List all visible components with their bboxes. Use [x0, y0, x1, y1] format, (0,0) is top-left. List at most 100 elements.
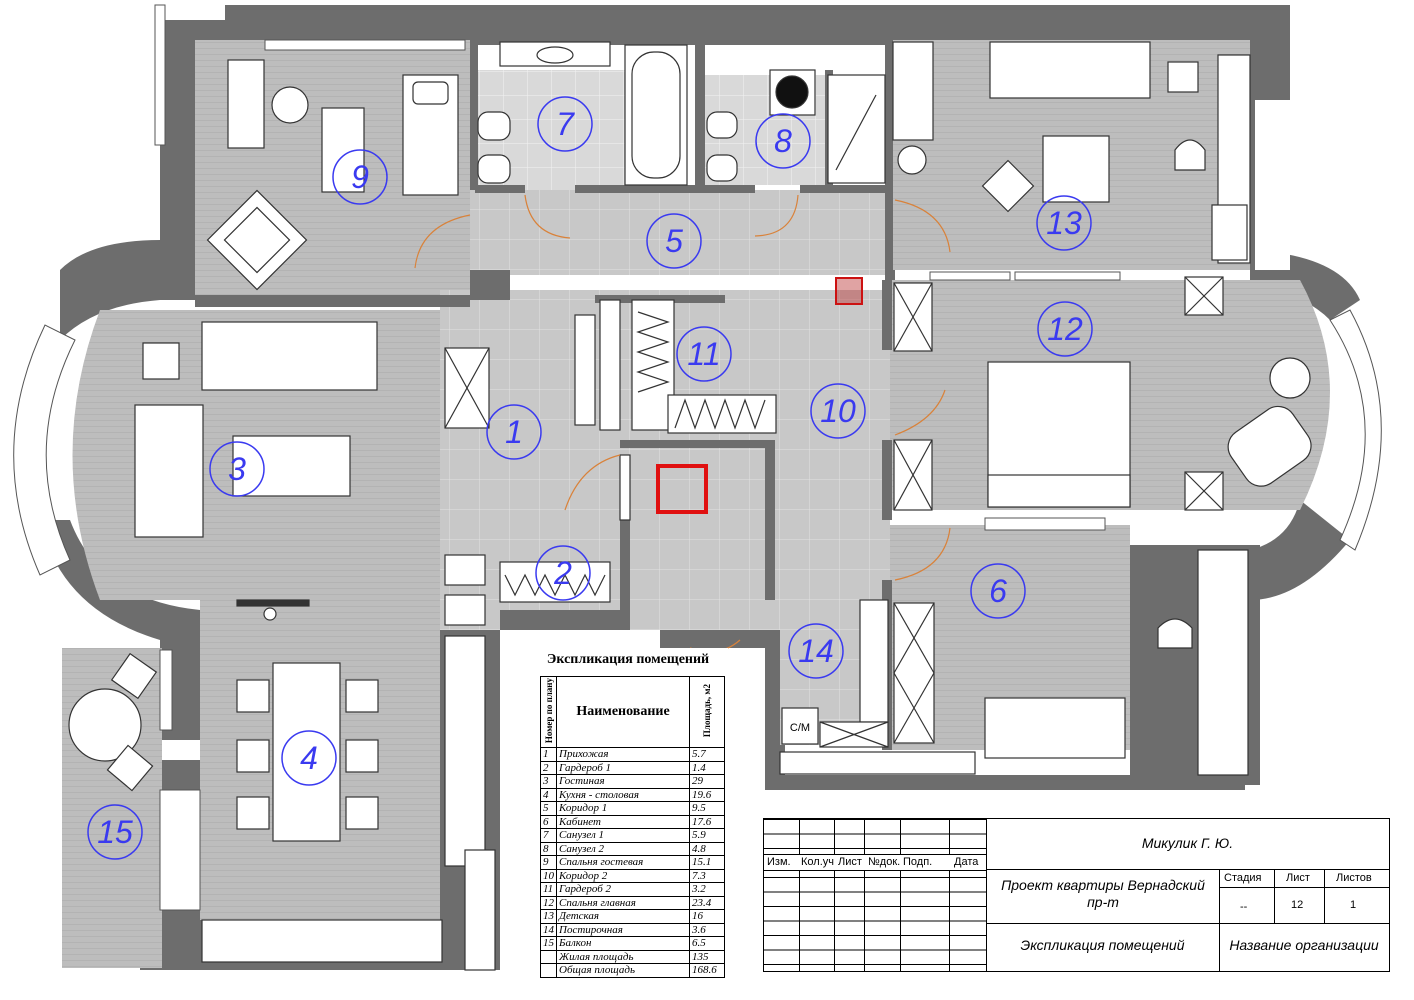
sheets-value: 1: [1350, 899, 1357, 911]
explication-cell-area: 3.2: [689, 882, 725, 897]
room-marker-10: 10: [810, 383, 866, 439]
col-area-header: Площадь, м2: [689, 675, 725, 749]
room-marker-2: 2: [535, 545, 591, 601]
explication-cell-area: 5.7: [689, 747, 725, 762]
explication-cell-n: 5: [540, 801, 557, 816]
explication-grid: Номер по плану Наименование Площадь, м2 …: [540, 675, 725, 978]
explication-cell-n: 10: [540, 868, 557, 884]
explication-cell-name: Коридор 1: [556, 801, 690, 816]
explication-cell-name: Прихожая: [556, 747, 690, 762]
room-marker-4: 4: [281, 730, 337, 786]
svg-text:14: 14: [798, 633, 834, 669]
explication-cell-n: 8: [540, 841, 557, 857]
col-podp: Подп.: [903, 856, 933, 868]
svg-text:7: 7: [556, 106, 575, 142]
room-marker-12: 12: [1037, 301, 1093, 357]
svg-text:2: 2: [553, 555, 572, 591]
room-marker-13: 13: [1036, 195, 1092, 251]
explication-cell-area: 6.5: [689, 936, 725, 951]
explication-cell-area: 17.6: [689, 814, 725, 830]
explication-cell-n: 7: [540, 828, 557, 843]
room-marker-5: 5: [646, 213, 702, 269]
explication-cell-n: [540, 963, 557, 978]
svg-text:3: 3: [228, 451, 246, 487]
explication-cell-area: 23.4: [689, 895, 725, 911]
stage-value: --: [1240, 901, 1248, 913]
explication-cell-area: 135: [689, 949, 725, 965]
explication-cell-n: 12: [540, 895, 557, 911]
explication-cell-area: 15.1: [689, 855, 725, 870]
explication-cell-area: 19.6: [689, 787, 725, 803]
explication-cell-name: Балкон: [556, 936, 690, 951]
explication-cell-n: 4: [540, 787, 557, 803]
explication-cell-area: 9.5: [689, 801, 725, 816]
svg-text:12: 12: [1047, 311, 1083, 347]
explication-cell-name: Кухня - столовая: [556, 787, 690, 803]
explication-cell-n: 6: [540, 814, 557, 830]
explication-cell-n: [540, 949, 557, 965]
explication-cell-area: 4.8: [689, 841, 725, 857]
explication-cell-n: 3: [540, 774, 557, 789]
explication-cell-n: 9: [540, 855, 557, 870]
explication-cell-name: Жилая площадь: [556, 949, 690, 965]
explication-cell-area: 16: [689, 909, 725, 924]
explication-cell-name: Санузел 1: [556, 828, 690, 843]
svg-text:9: 9: [351, 159, 369, 195]
svg-text:1: 1: [505, 414, 523, 450]
explication-cell-area: 168.6: [689, 963, 725, 978]
explication-cell-name: Детская: [556, 909, 690, 924]
organization: Название организации: [1229, 937, 1379, 953]
explication-cell-name: Спальня главная: [556, 895, 690, 911]
explication-cell-area: 3.6: [689, 922, 725, 938]
explication-cell-name: Гостиная: [556, 774, 690, 789]
col-list: Лист: [838, 856, 862, 868]
explication-cell-name: Постирочная: [556, 922, 690, 938]
col-data: Дата: [954, 856, 979, 868]
explication-cell-name: Санузел 2: [556, 841, 690, 857]
room-marker-11: 11: [676, 326, 732, 382]
explication-cell-area: 1.4: [689, 760, 725, 776]
explication-cell-name: Гардероб 2: [556, 882, 690, 897]
room-marker-15: 15: [87, 804, 143, 860]
explication-cell-name: Спальня гостевая: [556, 855, 690, 870]
explication-cell-name: Общая площадь: [556, 963, 690, 978]
sheet-value: 12: [1291, 899, 1304, 911]
svg-text:11: 11: [687, 336, 720, 372]
explication-cell-area: 5.9: [689, 828, 725, 843]
room-marker-3: 3: [209, 441, 265, 497]
explication-cell-n: 15: [540, 936, 557, 951]
svg-text:4: 4: [300, 740, 318, 776]
room-marker-9: 9: [332, 149, 388, 205]
explication-cell-n: 2: [540, 760, 557, 776]
explication-title: Экспликация помещений: [546, 652, 710, 667]
svg-text:6: 6: [989, 573, 1007, 609]
room-numbers: 1 2 3 4 5 6 7 8 9 10 11 12 13 14 15: [87, 96, 1093, 860]
windows: [13, 4, 1382, 911]
explication-cell-area: 7.3: [689, 868, 725, 884]
col-koluch: Кол.уч: [801, 856, 834, 868]
room-marker-7: 7: [537, 96, 593, 152]
cm-label: С/М: [790, 722, 810, 734]
author: Микулик Г. Ю.: [1141, 835, 1234, 851]
room-marker-8: 8: [755, 113, 811, 169]
svg-text:10: 10: [820, 393, 856, 429]
sheet-label: Лист: [1286, 872, 1310, 884]
explication-cell-n: 13: [540, 909, 557, 924]
explication-table: Экспликация помещений Номер по плану Наи…: [528, 648, 728, 978]
col-name-header: Наименование: [556, 675, 690, 749]
explication-cell-n: 1: [540, 747, 557, 762]
